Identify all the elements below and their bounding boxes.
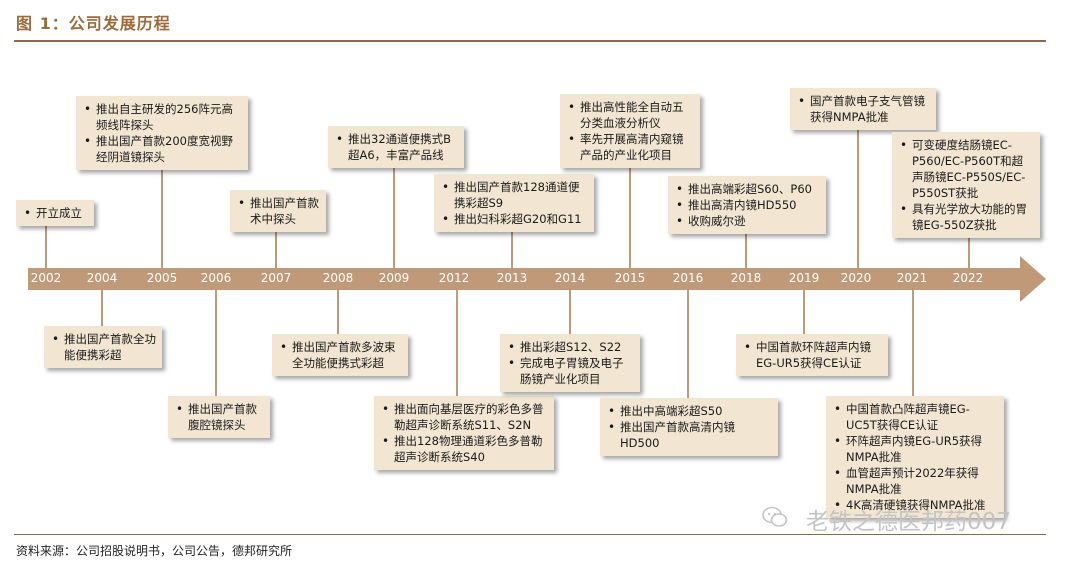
event-box-2005: 推出自主研发的256阵元高频线阵探头 推出国产首款200度宽视野经阴道镜探头 [76, 96, 248, 170]
event-box-2012: 推出面向基层医疗的彩色多普勒超声诊断系统S11、S2N 推出128物理通道彩色多… [374, 396, 554, 470]
event-item: 推出32通道便携式B超A6，丰富产品线 [334, 131, 458, 163]
event-item: 推出高清内镜HD550 [674, 197, 820, 213]
event-item: 具有光学放大功能的胃镜EG-550Z获批 [898, 201, 1034, 233]
event-item: 4K高清硬镜获得NMPA批准 [832, 497, 998, 513]
bottom-rule [14, 534, 1046, 535]
connector-2021 [912, 290, 914, 396]
year-label: 2016 [672, 271, 704, 285]
event-item: 可变硬度结肠镜EC-P560/EC-P560T和超声肠镜EC-P550S/EC-… [898, 137, 1034, 201]
event-box-2007: 推出国产首款术中探头 [230, 190, 326, 232]
connector-2007 [275, 226, 277, 268]
connector-2008 [337, 290, 339, 334]
year-label: 2008 [322, 271, 354, 285]
year-label: 2015 [614, 271, 646, 285]
event-box-2009: 推出32通道便携式B超A6，丰富产品线 [328, 126, 464, 168]
event-box-2002: 开立成立 [16, 200, 94, 226]
year-label: 2002 [30, 271, 62, 285]
connector-2014 [569, 290, 571, 334]
year-label: 2013 [496, 271, 528, 285]
event-box-2016: 推出中高端彩超S50 推出国产首款高清内镜HD500 [600, 398, 778, 456]
event-item: 推出国产首款术中探头 [236, 195, 320, 227]
source-note: 资料来源：公司招股说明书，公司公告，德邦研究所 [16, 544, 293, 558]
connector-2016 [687, 290, 689, 398]
event-item: 推出128物理通道彩色多普勒超声诊断系统S40 [380, 433, 548, 465]
event-item: 推出国产首款腹腔镜探头 [174, 401, 264, 433]
connector-2018 [745, 226, 747, 268]
connector-2004 [101, 290, 103, 326]
event-item: 推出彩超S12、S22 [506, 339, 634, 355]
timeline-arrow-head [1020, 256, 1046, 302]
event-item: 中国首款环阵超声内镜EG-UR5获得CE认证 [742, 339, 882, 371]
top-rule [14, 40, 1046, 42]
event-item: 推出国产首款多波束全功能便携式彩超 [278, 339, 402, 371]
year-label: 2021 [896, 271, 928, 285]
connector-2012 [456, 290, 458, 396]
year-label: 2004 [86, 271, 118, 285]
year-label: 2012 [438, 271, 470, 285]
event-box-2019: 中国首款环阵超声内镜EG-UR5获得CE认证 [736, 334, 888, 376]
event-item: 开立成立 [22, 205, 88, 221]
year-label: 2014 [554, 271, 586, 285]
event-item: 推出国产首款200度宽视野经阴道镜探头 [82, 133, 242, 165]
event-item: 中国首款凸阵超声镜EG-UC5T获得CE认证 [832, 401, 998, 433]
event-item: 推出国产首款128通道便携彩超S9 [440, 179, 588, 211]
year-label: 2018 [730, 271, 762, 285]
year-label: 2009 [378, 271, 410, 285]
event-box-2015: 推出高性能全自动五分类血液分析仪 率先开展高清内窥镜产品的产业化项目 [560, 94, 700, 168]
event-item: 血管超声预计2022年获得NMPA批准 [832, 465, 998, 497]
event-box-2020: 国产首款电子支气管镜获得NMPA批准 [790, 88, 936, 130]
event-item: 推出自主研发的256阵元高频线阵探头 [82, 101, 242, 133]
connector-2005 [161, 162, 163, 268]
figure-title: 图 1：公司发展历程 [16, 14, 171, 33]
event-item: 完成电子胃镜及电子肠镜产业化项目 [506, 355, 634, 387]
event-item: 率先开展高清内窥镜产品的产业化项目 [566, 131, 694, 163]
event-item: 环阵超声内镜EG-UR5获得NMPA批准 [832, 433, 998, 465]
event-box-2008: 推出国产首款多波束全功能便携式彩超 [272, 334, 408, 376]
watermark-text: 老铁之德医邦药007 [806, 509, 1011, 535]
wechat-icon [762, 506, 788, 527]
event-box-2004: 推出国产首款全功能便携彩超 [44, 326, 162, 368]
event-item: 推出国产首款高清内镜HD500 [606, 419, 772, 451]
year-label: 2007 [260, 271, 292, 285]
event-box-2021: 中国首款凸阵超声镜EG-UC5T获得CE认证 环阵超声内镜EG-UR5获得NMP… [826, 396, 1004, 518]
year-label: 2005 [146, 271, 178, 285]
event-item: 推出面向基层医疗的彩色多普勒超声诊断系统S11、S2N [380, 401, 548, 433]
year-label: 2006 [200, 271, 232, 285]
event-box-2013: 推出国产首款128通道便携彩超S9 推出妇科彩超G20和G11 [434, 174, 594, 232]
timeline-bar [28, 268, 1023, 290]
event-item: 推出高性能全自动五分类血液分析仪 [566, 99, 694, 131]
event-box-2014: 推出彩超S12、S22 完成电子胃镜及电子肠镜产业化项目 [500, 334, 640, 392]
connector-2013 [511, 226, 513, 268]
event-item: 推出国产首款全功能便携彩超 [50, 331, 156, 363]
connector-2009 [393, 162, 395, 268]
event-item: 国产首款电子支气管镜获得NMPA批准 [796, 93, 930, 125]
connector-2002 [45, 222, 47, 268]
event-item: 推出高端彩超S60、P60 [674, 181, 820, 197]
year-label: 2019 [788, 271, 820, 285]
connector-2022 [968, 232, 970, 268]
connector-2020 [857, 124, 859, 268]
event-item: 收购威尔逊 [674, 213, 820, 229]
connector-2019 [803, 290, 805, 334]
year-label: 2020 [840, 271, 872, 285]
event-box-2018: 推出高端彩超S60、P60 推出高清内镜HD550 收购威尔逊 [668, 176, 826, 234]
connector-2006 [215, 290, 217, 396]
year-label: 2022 [952, 271, 984, 285]
event-item: 推出中高端彩超S50 [606, 403, 772, 419]
event-item: 推出妇科彩超G20和G11 [440, 211, 588, 227]
event-box-2022: 可变硬度结肠镜EC-P560/EC-P560T和超声肠镜EC-P550S/EC-… [892, 132, 1040, 238]
event-box-2006: 推出国产首款腹腔镜探头 [168, 396, 270, 438]
connector-2015 [629, 158, 631, 268]
